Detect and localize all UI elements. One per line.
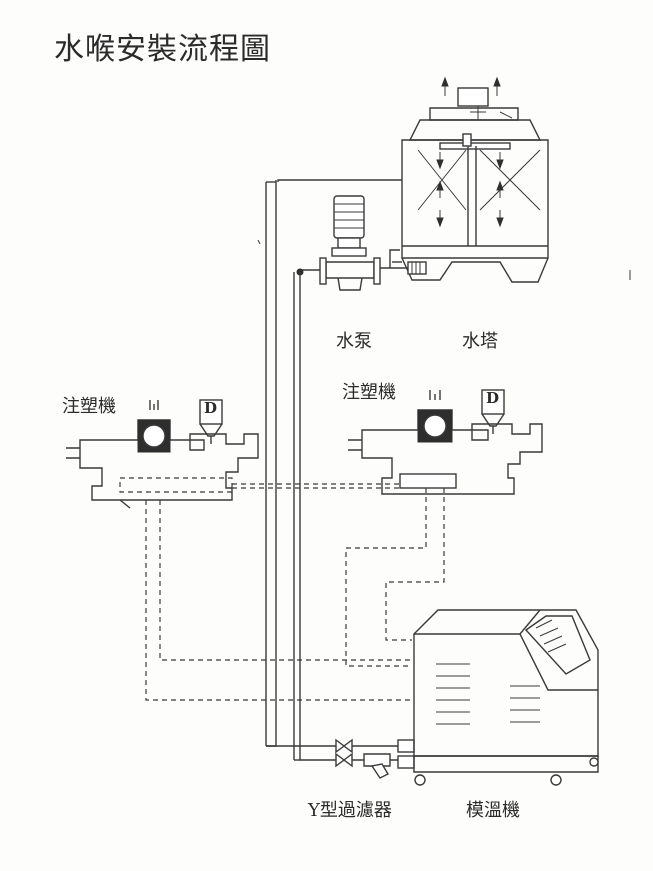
label-y-filter: Y型過濾器 — [308, 800, 392, 821]
label-pump: 水泵 — [336, 331, 372, 352]
label-mold-temp: 模溫機 — [466, 800, 520, 821]
injection-machine-left — [66, 399, 259, 509]
speck — [257, 239, 261, 245]
dashed-water-lines — [145, 483, 445, 701]
mold-temperature-controller — [413, 609, 599, 786]
injection-machine-right — [348, 389, 543, 495]
label-injection-left: 注塑機 — [62, 396, 116, 417]
water-pump — [300, 195, 408, 291]
page-title: 水喉安裝流程圖 — [54, 32, 271, 67]
label-tower: 水塔 — [462, 331, 498, 352]
cooling-tower — [389, 76, 549, 283]
label-injection-right: 注塑機 — [342, 382, 396, 403]
hopper-d-left: D — [204, 399, 218, 417]
supply-return-pipes — [265, 179, 415, 779]
hopper-d-right: D — [486, 389, 500, 407]
